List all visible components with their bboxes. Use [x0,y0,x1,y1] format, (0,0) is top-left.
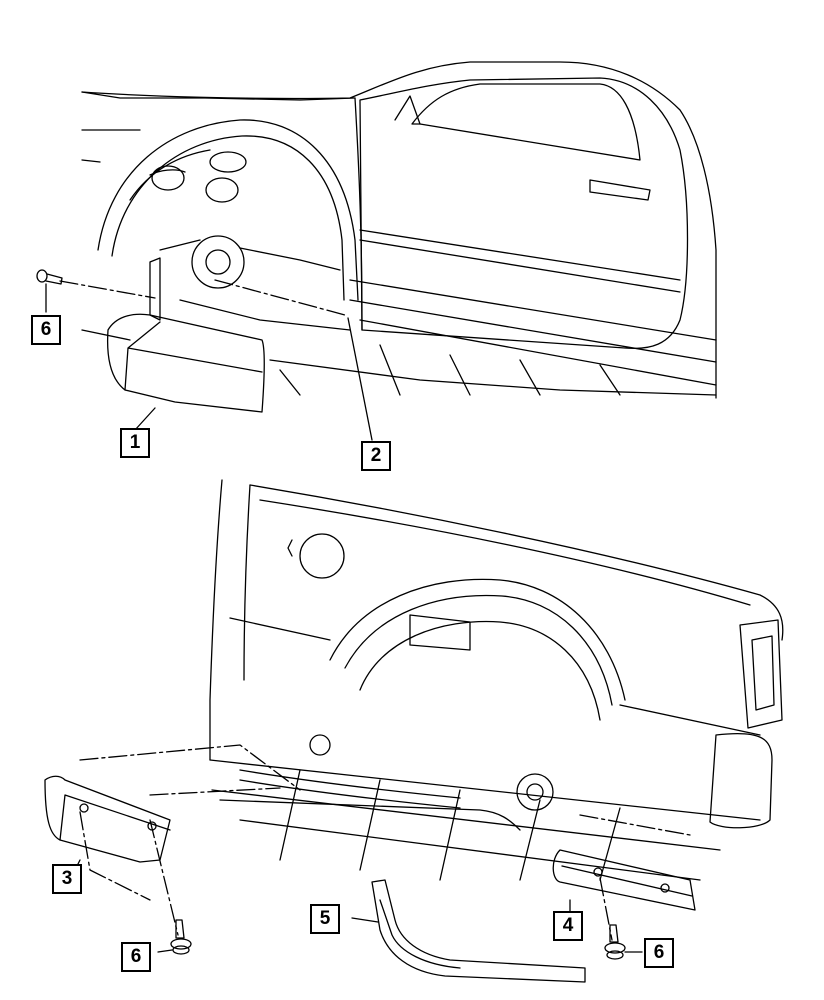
bed-top-edge [249,484,784,641]
callout-6-left-leader [157,949,173,953]
a-pillar [354,97,363,331]
rocker-panel [349,279,717,386]
door-body-line [359,229,681,281]
rear-hub-center [526,783,544,801]
rear-crossmember [279,769,621,881]
leader-line-3-a [79,744,301,791]
push-pin-fastener-top [36,269,63,285]
leader-line-1 [134,407,156,431]
window-frame-inner [394,95,421,125]
leader-line-fastener-left [149,819,179,936]
bed-side-outline-2 [243,484,251,681]
splash-shield-4 [552,849,696,911]
mud-flap-5-inner [379,899,461,969]
splash-shield-1-fold [124,321,263,391]
fender-top [81,129,141,163]
splash-shield-4-fold [561,865,693,897]
hub-rotor [191,235,245,289]
rear-frame-rail [209,759,761,881]
splash-shield-4-hole [593,867,603,877]
leader-line-3-c [79,811,151,901]
rear-inner-wheelhouse [359,620,601,721]
door-outline [359,77,689,350]
hood-line [81,91,356,101]
frame-rail [81,329,717,396]
rear-wheel-arch-inner [344,594,613,706]
underbody-lines [279,344,621,396]
wheel-arch-outer [97,119,359,301]
leader-line-3-b [149,787,281,796]
bed-side-outline [209,479,223,761]
fuel-door-bracket [287,539,293,557]
arch-liner-detail [129,149,211,201]
push-pin-fastener-right [604,924,626,960]
suspension-arm [159,239,351,331]
callout-2: 2 [361,441,391,471]
splash-shield-3 [44,775,171,863]
splash-shield-1 [106,313,265,413]
mud-flap-5 [371,879,586,983]
callout-6-right: 6 [644,938,674,968]
splash-shield-4-hole-2 [660,883,670,893]
leader-line-2 [214,279,346,316]
push-pin-fastener-left [170,919,192,955]
bed-top-edge-2 [259,499,751,606]
inner-fender-cap [209,151,247,173]
rear-hub [516,773,554,811]
tail-light [739,619,783,729]
fuel-door [299,533,345,579]
bed-body-crease [229,617,761,736]
strut-mount [151,165,185,191]
splash-shield-3-hole-2 [147,821,157,831]
wheel-arch-inner [111,135,345,301]
callout-3: 3 [52,864,82,894]
callout-6-left: 6 [121,942,151,972]
callout-5: 5 [310,904,340,934]
rear-bumper [709,732,773,829]
rear-view [44,479,784,983]
rear-wheel-arch-outer [329,578,626,701]
splash-shield-3-hole-1 [79,803,89,813]
exhaust-tip [309,734,331,756]
door-body-line-2 [359,239,681,293]
splash-shield-3-fold [59,794,171,841]
leader-line-5 [351,917,379,923]
leader-line-2-b [347,317,373,441]
callout-4: 4 [553,911,583,941]
rear-wheelhouse-detail [409,614,471,651]
hub-center [205,249,231,275]
leaf-spring [239,769,461,809]
leader-line-6-top [59,280,156,299]
leader-line-4 [579,814,691,836]
callout-6-top: 6 [31,315,61,345]
door-handle [589,179,651,201]
door-window [411,83,641,161]
front-view [36,61,717,441]
strut-mount-2 [205,177,239,203]
tail-light-inner [751,635,775,711]
callout-1: 1 [120,428,150,458]
splash-shield-1-lip [149,257,161,321]
rear-axle [219,799,521,831]
